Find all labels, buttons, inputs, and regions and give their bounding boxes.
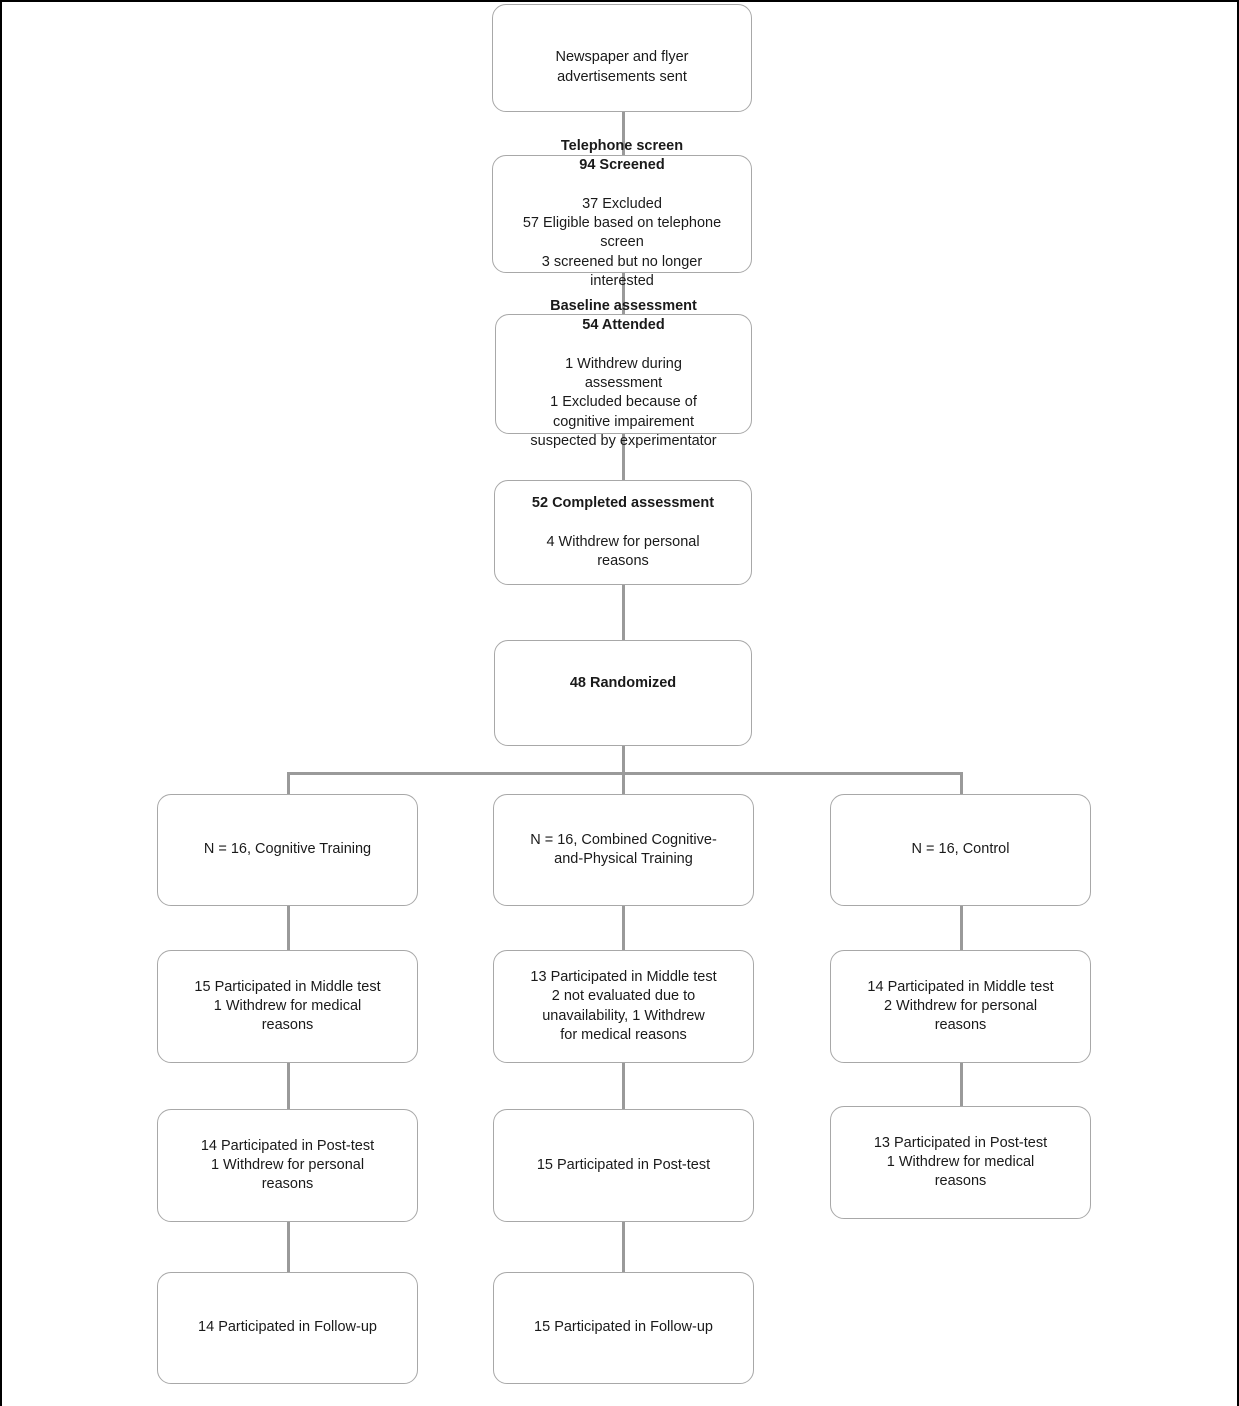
connector-branch-bar xyxy=(287,772,963,775)
connector-randomized-stem xyxy=(622,744,625,796)
node-post-test-combined-text: 15 Participated in Post-test xyxy=(494,1137,753,1195)
node-recruitment[interactable]: Newspaper and flyer advertisements sent xyxy=(492,4,752,112)
node-arm-combined-training-body: N = 16, Combined Cognitive- and-Physical… xyxy=(530,831,717,867)
node-completed-assessment-body: 4 Withdrew for personal reasons xyxy=(546,533,700,569)
node-arm-combined-training-text: N = 16, Combined Cognitive- and-Physical… xyxy=(494,811,753,888)
node-middle-test-combined-body: 13 Participated in Middle test 2 not eva… xyxy=(530,968,717,1043)
connector-cog-middle-to-post xyxy=(287,1062,290,1110)
node-post-test-control-text: 13 Participated in Post-test 1 Withdrew … xyxy=(831,1114,1090,1210)
connector-recruitment-to-telephone xyxy=(622,110,625,158)
connector-cog-post-to-followup xyxy=(287,1221,290,1273)
node-followup-cognitive-body: 14 Participated in Follow-up xyxy=(198,1319,377,1336)
connector-branch-left-drop xyxy=(287,772,290,796)
node-arm-control[interactable]: N = 16, Control xyxy=(830,794,1091,906)
node-post-test-cognitive-text: 14 Participated in Post-test 1 Withdrew … xyxy=(158,1117,417,1213)
connector-comb-post-to-followup xyxy=(622,1221,625,1273)
node-followup-cognitive[interactable]: 14 Participated in Follow-up xyxy=(157,1272,418,1384)
connector-cog-arm-to-middle xyxy=(287,904,290,952)
node-randomized-heading: 48 Randomized xyxy=(569,674,677,691)
node-baseline-assessment-heading: Baseline assessment 54 Attended xyxy=(550,297,697,334)
node-middle-test-cognitive-body: 15 Participated in Middle test 1 Withdre… xyxy=(194,978,381,1034)
node-telephone-screen-text: Telephone screen 94 Screened 37 Excluded… xyxy=(493,118,751,311)
connector-branch-right-drop xyxy=(960,772,963,796)
node-completed-assessment-text: 52 Completed assessment 4 Withdrew for p… xyxy=(495,475,751,591)
node-followup-combined[interactable]: 15 Participated in Follow-up xyxy=(493,1272,754,1384)
node-telephone-screen-heading: Telephone screen 94 Screened xyxy=(560,137,684,174)
node-middle-test-control[interactable]: 14 Participated in Middle test 2 Withdre… xyxy=(830,950,1091,1063)
node-middle-test-cognitive-text: 15 Participated in Middle test 1 Withdre… xyxy=(158,958,417,1054)
node-post-test-combined[interactable]: 15 Participated in Post-test xyxy=(493,1109,754,1222)
node-telephone-screen[interactable]: Telephone screen 94 Screened 37 Excluded… xyxy=(492,138,752,289)
node-baseline-assessment-body: 1 Withdrew during assessment 1 Excluded … xyxy=(530,355,717,449)
node-arm-combined-training[interactable]: N = 16, Combined Cognitive- and-Physical… xyxy=(493,794,754,906)
node-middle-test-cognitive[interactable]: 15 Participated in Middle test 1 Withdre… xyxy=(157,950,418,1063)
node-arm-control-text: N = 16, Control xyxy=(831,821,1090,879)
node-post-test-cognitive[interactable]: 14 Participated in Post-test 1 Withdrew … xyxy=(157,1109,418,1222)
node-arm-control-body: N = 16, Control xyxy=(911,841,1010,858)
node-middle-test-control-text: 14 Participated in Middle test 2 Withdre… xyxy=(831,958,1090,1054)
node-followup-combined-text: 15 Participated in Follow-up xyxy=(494,1299,753,1357)
connector-ctrl-arm-to-middle xyxy=(960,904,963,952)
node-followup-combined-body: 15 Participated in Follow-up xyxy=(534,1319,713,1336)
node-recruitment-text: Newspaper and flyer advertisements sent xyxy=(493,10,751,106)
connector-ctrl-middle-to-post xyxy=(960,1062,963,1110)
node-post-test-combined-body: 15 Participated in Post-test xyxy=(536,1156,711,1173)
connector-baseline-to-completed xyxy=(622,434,625,482)
node-completed-assessment-heading: 52 Completed assessment xyxy=(531,494,715,511)
node-baseline-assessment[interactable]: Baseline assessment 54 Attended 1 Withdr… xyxy=(495,298,752,449)
node-telephone-screen-body: 37 Excluded 57 Eligible based on telepho… xyxy=(522,195,722,289)
node-middle-test-combined[interactable]: 13 Participated in Middle test 2 not eva… xyxy=(493,950,754,1063)
node-middle-test-control-body: 14 Participated in Middle test 2 Withdre… xyxy=(867,978,1054,1034)
node-arm-cognitive-training-body: N = 16, Cognitive Training xyxy=(203,841,372,858)
connector-telephone-to-baseline xyxy=(622,272,625,317)
node-completed-assessment[interactable]: 52 Completed assessment 4 Withdrew for p… xyxy=(494,480,752,585)
node-followup-cognitive-text: 14 Participated in Follow-up xyxy=(158,1299,417,1357)
node-post-test-control-body: 13 Participated in Post-test 1 Withdrew … xyxy=(873,1134,1048,1190)
node-arm-cognitive-training-text: N = 16, Cognitive Training xyxy=(158,821,417,879)
node-recruitment-body: Newspaper and flyer advertisements sent xyxy=(555,49,689,85)
node-middle-test-combined-text: 13 Participated in Middle test 2 not eva… xyxy=(494,949,753,1065)
node-post-test-control[interactable]: 13 Participated in Post-test 1 Withdrew … xyxy=(830,1106,1091,1219)
node-baseline-assessment-text: Baseline assessment 54 Attended 1 Withdr… xyxy=(496,278,751,471)
connector-comb-arm-to-middle xyxy=(622,904,625,952)
node-post-test-cognitive-body: 14 Participated in Post-test 1 Withdrew … xyxy=(200,1137,375,1193)
node-randomized-text: 48 Randomized xyxy=(495,654,751,731)
node-randomized[interactable]: 48 Randomized xyxy=(494,640,752,746)
connector-completed-to-randomized xyxy=(622,582,625,642)
connector-comb-middle-to-post xyxy=(622,1062,625,1110)
node-arm-cognitive-training[interactable]: N = 16, Cognitive Training xyxy=(157,794,418,906)
